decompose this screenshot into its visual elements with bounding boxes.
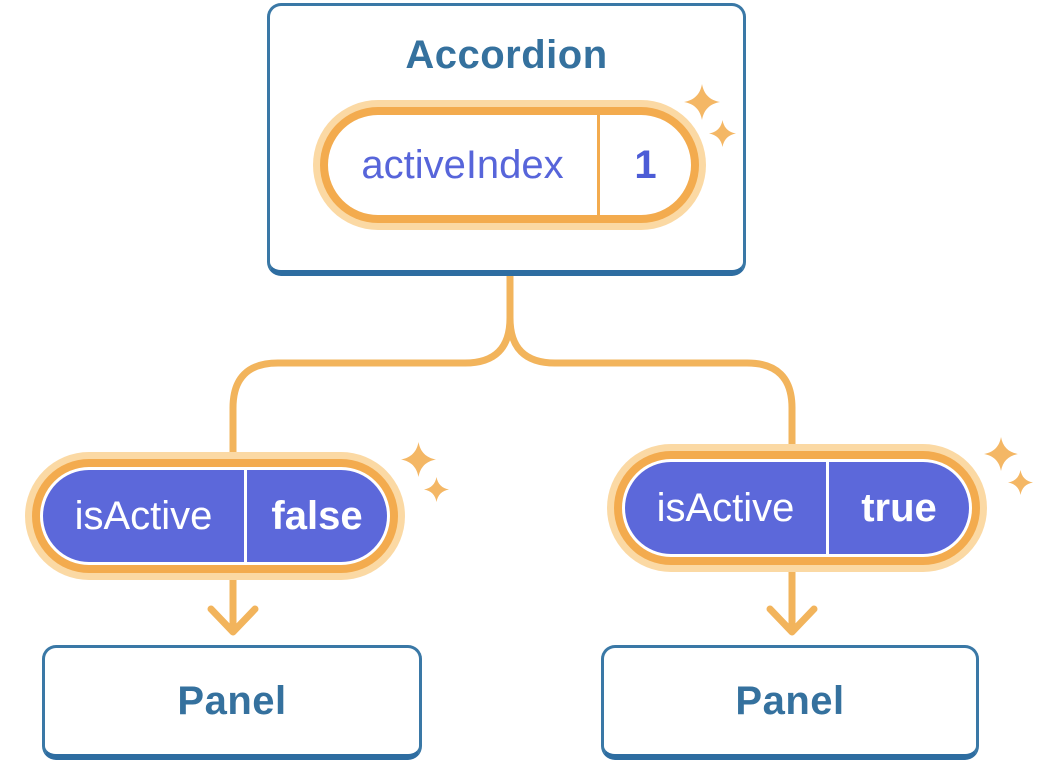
- left-arrowhead-icon: [207, 605, 259, 636]
- pill-core: isActive true: [622, 459, 972, 557]
- accordion-title: Accordion: [405, 33, 608, 77]
- pill-glow: isActive false: [25, 452, 405, 580]
- accordion-card: Accordion activeIndex 1: [267, 3, 746, 276]
- right-arrowhead-icon: [766, 605, 818, 636]
- pill-inner: isActive true: [625, 462, 969, 554]
- pill-divider: [826, 462, 829, 554]
- panel-title: Panel: [735, 678, 845, 723]
- panel-card-left: Panel: [42, 645, 422, 760]
- prop-pill-isactive-true: isActive true: [607, 444, 987, 572]
- prop-pill-isactive-false: isActive false: [25, 452, 405, 580]
- pill-glow: activeIndex 1: [313, 100, 706, 230]
- pill-core: isActive false: [40, 467, 390, 565]
- pill-ring: isActive true: [614, 451, 980, 565]
- panel-card-right: Panel: [601, 645, 979, 760]
- sparkle-icon: [709, 120, 736, 147]
- state-name: activeIndex: [361, 142, 564, 187]
- sparkle-icon: [424, 477, 449, 502]
- connector-left: [229, 269, 514, 631]
- prop-value: false: [271, 493, 363, 538]
- prop-name: isActive: [656, 485, 795, 530]
- pill-glow: isActive true: [607, 444, 987, 572]
- sparkle-icon: [401, 442, 436, 477]
- prop-value: true: [861, 485, 937, 530]
- connector-right: [506, 269, 796, 631]
- sparkle-icon: [684, 84, 720, 120]
- pill-inner: isActive false: [43, 470, 387, 562]
- prop-name: isActive: [74, 493, 213, 538]
- pill-ring: activeIndex 1: [320, 107, 699, 223]
- sparkle-icon: [1008, 470, 1033, 495]
- state-pill-activeindex: activeIndex 1: [313, 100, 706, 230]
- sparkle-icon: [984, 437, 1018, 471]
- pill-core: activeIndex 1: [328, 115, 691, 215]
- panel-title: Panel: [177, 678, 287, 723]
- pill-ring: isActive false: [32, 459, 398, 573]
- pill-divider: [244, 470, 247, 562]
- pill-divider: [597, 115, 600, 215]
- state-value: 1: [634, 142, 657, 187]
